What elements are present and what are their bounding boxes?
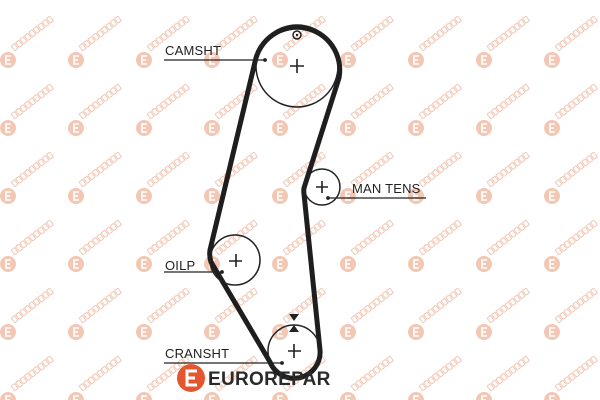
watermark-tile	[136, 355, 190, 400]
label-camshaft: CAMSHT	[165, 43, 222, 58]
watermark-tile	[544, 219, 598, 272]
watermark-tile	[204, 355, 258, 400]
label-crankshaft: CRANSHT	[165, 346, 230, 361]
watermark-tile	[68, 219, 122, 272]
watermark-tile	[136, 15, 190, 68]
watermark-tile	[476, 15, 530, 68]
timing-belt	[207, 24, 343, 381]
watermark-tile	[68, 355, 122, 400]
watermark-tile	[68, 151, 122, 204]
timing-mark-icon	[292, 30, 302, 40]
watermark-tile	[476, 83, 530, 136]
oil-pump-pulley	[209, 234, 261, 286]
watermark-tile	[476, 219, 530, 272]
watermark-tile	[476, 287, 530, 340]
watermark-tile	[544, 15, 598, 68]
eurorepar-logo-icon	[177, 364, 205, 392]
watermark-tile	[544, 355, 598, 400]
tensioner-pulley	[303, 168, 341, 206]
watermark-tile	[204, 83, 258, 136]
watermark-tile	[272, 83, 326, 136]
watermark-tile	[476, 151, 530, 204]
watermark-tile	[0, 83, 54, 136]
watermark-tile	[136, 287, 190, 340]
watermark-tile	[340, 355, 394, 400]
watermark-tile	[136, 151, 190, 204]
watermark-tile	[476, 355, 530, 400]
watermark-tile	[408, 151, 462, 204]
brand-name: EUROREPAR	[208, 369, 331, 390]
watermark-tile	[340, 15, 394, 68]
timing-arrow-icon	[289, 314, 299, 332]
watermark-tile	[68, 83, 122, 136]
watermark-tile	[408, 287, 462, 340]
watermark-tile	[272, 355, 326, 400]
watermark-tile	[272, 287, 326, 340]
leader-lines	[164, 58, 426, 365]
watermark-tile	[408, 15, 462, 68]
watermark-tile	[272, 219, 326, 272]
watermark-tile	[340, 219, 394, 272]
watermark-tile	[136, 219, 190, 272]
camshaft-pulley	[255, 24, 339, 108]
watermark-tile	[544, 83, 598, 136]
watermark-tile	[340, 151, 394, 204]
watermark-tile	[0, 287, 54, 340]
watermark-tile	[544, 151, 598, 204]
watermark-tile	[0, 219, 54, 272]
watermark-tile	[544, 287, 598, 340]
label-manual-tensioner: MAN TENS	[352, 181, 421, 196]
watermark-tile	[0, 151, 54, 204]
watermark-tile	[68, 15, 122, 68]
label-oil-pump: OILP	[165, 258, 196, 273]
timing-mark-dot	[295, 33, 299, 37]
center-cross-icons	[229, 59, 328, 358]
watermark-tile	[68, 287, 122, 340]
watermark-tile	[408, 83, 462, 136]
watermark-tile	[408, 355, 462, 400]
watermark-tile	[136, 83, 190, 136]
watermark-tile	[408, 219, 462, 272]
watermark-tile	[0, 15, 54, 68]
watermark-tile	[0, 355, 54, 400]
watermark-tile	[340, 83, 394, 136]
watermark-tile	[340, 287, 394, 340]
